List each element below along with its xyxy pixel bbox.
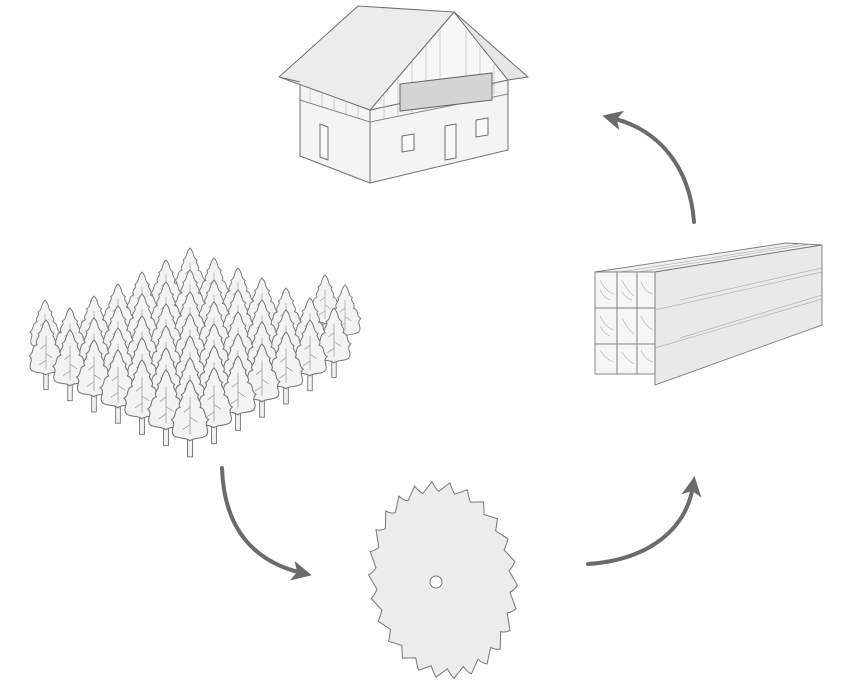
timber-beams-icon bbox=[594, 242, 823, 386]
forest-icon bbox=[28, 247, 362, 458]
arrow-forest-to-saw bbox=[220, 466, 312, 581]
cycle-arrows bbox=[220, 110, 702, 581]
timber-house-icon bbox=[278, 5, 530, 184]
arrow-saw-to-lumber bbox=[586, 476, 702, 566]
circular-saw-blade-icon bbox=[367, 480, 519, 680]
arrow-lumber-to-house bbox=[602, 110, 696, 224]
